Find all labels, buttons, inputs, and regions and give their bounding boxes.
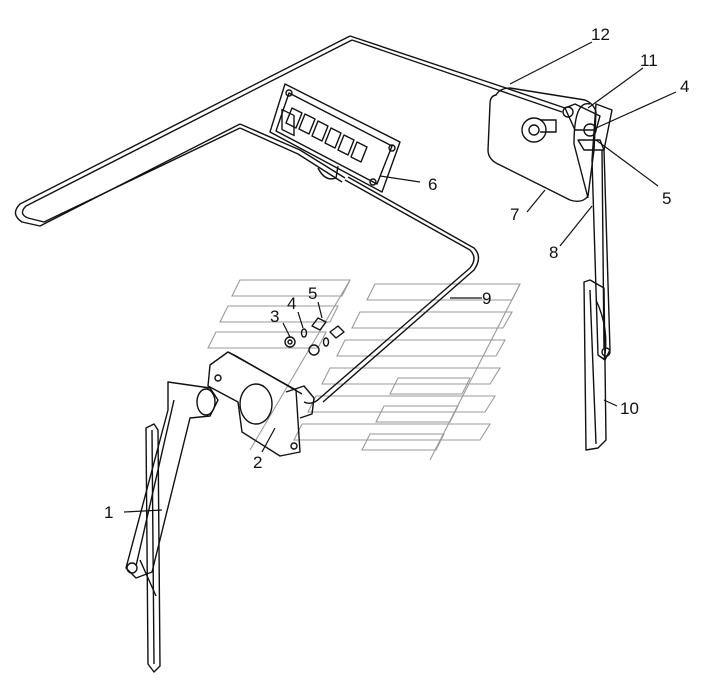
callout-8: 8 [549,243,558,262]
wiring-harness-loop [14,35,566,227]
callout-5a: 5 [308,284,317,303]
callout-4b: 4 [680,77,689,96]
left-wiper-blade [139,423,161,673]
callout-10: 10 [620,399,639,418]
callout-9: 9 [482,289,491,308]
callout-6: 6 [428,175,437,194]
left-wiper-arm [125,381,219,579]
callout-3: 3 [270,307,279,326]
fasteners [284,317,345,356]
callout-11: 11 [640,51,658,70]
callout-1: 1 [104,503,113,522]
wiper-motor [207,351,315,457]
callout-labels: 1 2 3 4 5 6 7 8 9 10 11 4 5 12 [104,25,689,522]
callout-7: 7 [510,205,519,224]
washer-reservoir [487,87,597,203]
switch-panel [269,83,401,193]
callout-4a: 4 [287,294,296,313]
right-wiper-blade [583,279,611,451]
callout-12: 12 [591,25,610,44]
motor-cable [303,176,480,405]
callout-5b: 5 [662,189,671,208]
callout-2: 2 [253,453,262,472]
leader-lines [123,41,677,513]
watermark-logo [207,279,521,461]
